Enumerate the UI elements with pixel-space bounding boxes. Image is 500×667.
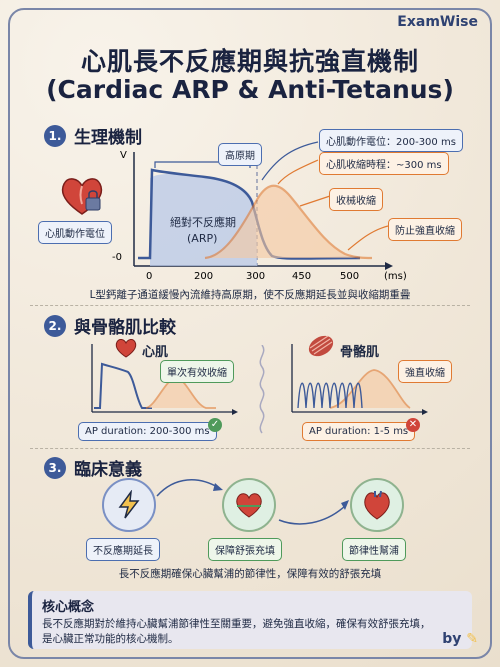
section1-number: 1.: [44, 124, 66, 147]
anti-tetanus-arrow: [347, 225, 389, 251]
section1-title: 生理機制: [74, 128, 142, 148]
core-concept-box: 核心概念 長不反應期對於維持心臟幫浦節律性至關重要，避免強直收縮，確保有效舒張充…: [28, 591, 472, 649]
wavy-separator: [259, 345, 265, 434]
ap-left-label: 心肌動作電位: [38, 221, 112, 244]
section2-header: 2. 與骨骼肌比較: [44, 313, 176, 338]
heart-fill-icon: [222, 478, 276, 532]
x-tick-300: 300: [246, 271, 265, 282]
section2-number: 2.: [44, 314, 66, 337]
section3-caption: 長不反應期確保心臟幫浦的節律性，保障有效的舒張充填: [118, 568, 382, 580]
item-diastolic-filling: 保障舒張充填: [208, 538, 282, 561]
y-axis-label: V: [120, 150, 127, 161]
section2-title: 與骨骼肌比較: [74, 318, 176, 338]
section3-header: 3. 臨床意義: [44, 455, 142, 480]
x-tick-0: 0: [146, 271, 152, 282]
y-tick-0: -0: [112, 252, 122, 263]
item-rhythmic-pump: 節律性幫浦: [342, 538, 406, 561]
brand-logo: ExamWise: [397, 14, 478, 30]
pump-heart-icon: [350, 478, 404, 532]
skeletal-mini-graph: [291, 344, 428, 415]
section3-title: 臨床意義: [74, 460, 142, 480]
cross-icon: ✕: [406, 418, 420, 432]
ap-voltage-label: 心肌動作電位：200-300 ms: [319, 129, 463, 152]
core-concept-text: 長不反應期對於維持心臟幫浦節律性至關重要，避免強直收縮，確保有效舒張充填，是心臟…: [42, 618, 431, 645]
divider-1: [30, 305, 470, 306]
cardiac-label: 心肌: [142, 345, 169, 360]
signature-text: by: [442, 631, 462, 647]
pen-icon: ✎: [466, 631, 478, 647]
arp-abbr: (ARP): [187, 232, 217, 245]
contraction-label-arrow: [299, 195, 331, 207]
x-tick-450: 450: [292, 271, 311, 282]
flow-arrows: [156, 479, 349, 525]
x-axis-unit: (ms): [384, 271, 407, 282]
cardiac-ap-duration: AP duration: 200-300 ms: [78, 422, 217, 441]
contraction-time-arrow: [277, 159, 319, 185]
x-tick-500: 500: [340, 271, 359, 282]
skeletal-ap-duration: AP duration: 1-5 ms: [302, 422, 416, 441]
arp-label: 絕對不反應期: [170, 215, 236, 229]
section1-caption: L型鈣離子通道緩慢內流維持高原期，使不反應期延長並與收縮期重疊: [89, 289, 411, 301]
signature: by ✎: [442, 631, 478, 647]
ap-arrow: [261, 141, 319, 181]
x-axis-arrow: [385, 262, 393, 270]
skeletal-tag: 強直收縮: [398, 360, 452, 383]
heart-small-icon: [115, 339, 137, 358]
heart-lock-icon: [61, 178, 103, 215]
item-arp-prolonged: 不反應期延長: [86, 538, 160, 561]
title-english: (Cardiac ARP & Anti-Tetanus): [46, 75, 454, 104]
x-tick-200: 200: [194, 271, 213, 282]
title-chinese: 心肌長不反應期與抗強直機制: [80, 47, 419, 76]
contraction-label: 收械收縮: [329, 188, 383, 211]
muscle-icon: [308, 335, 334, 357]
core-concept-title: 核心概念: [42, 600, 95, 615]
cardiac-tag: 單次有效收縮: [160, 360, 234, 383]
contraction-time-label: 心肌收縮時程：~300 ms: [319, 152, 449, 175]
action-potential-curve: [138, 168, 361, 260]
section3-number: 3.: [44, 456, 66, 479]
section1-header: 1. 生理機制: [44, 123, 142, 148]
contraction-curve: [204, 184, 373, 260]
cardiac-ap-graph: V -0 0 200 300 450 500 (ms) 絕對不反應期 (ARP): [112, 141, 407, 282]
plateau-label: 高原期: [218, 143, 262, 166]
page-frame: [8, 8, 492, 659]
skeletal-label: 骨骼肌: [340, 345, 380, 360]
check-icon: ✓: [208, 418, 222, 432]
lightning-icon: [102, 478, 156, 532]
divider-2: [30, 448, 470, 449]
anti-tetanus-label: 防止強直收縮: [388, 218, 462, 241]
